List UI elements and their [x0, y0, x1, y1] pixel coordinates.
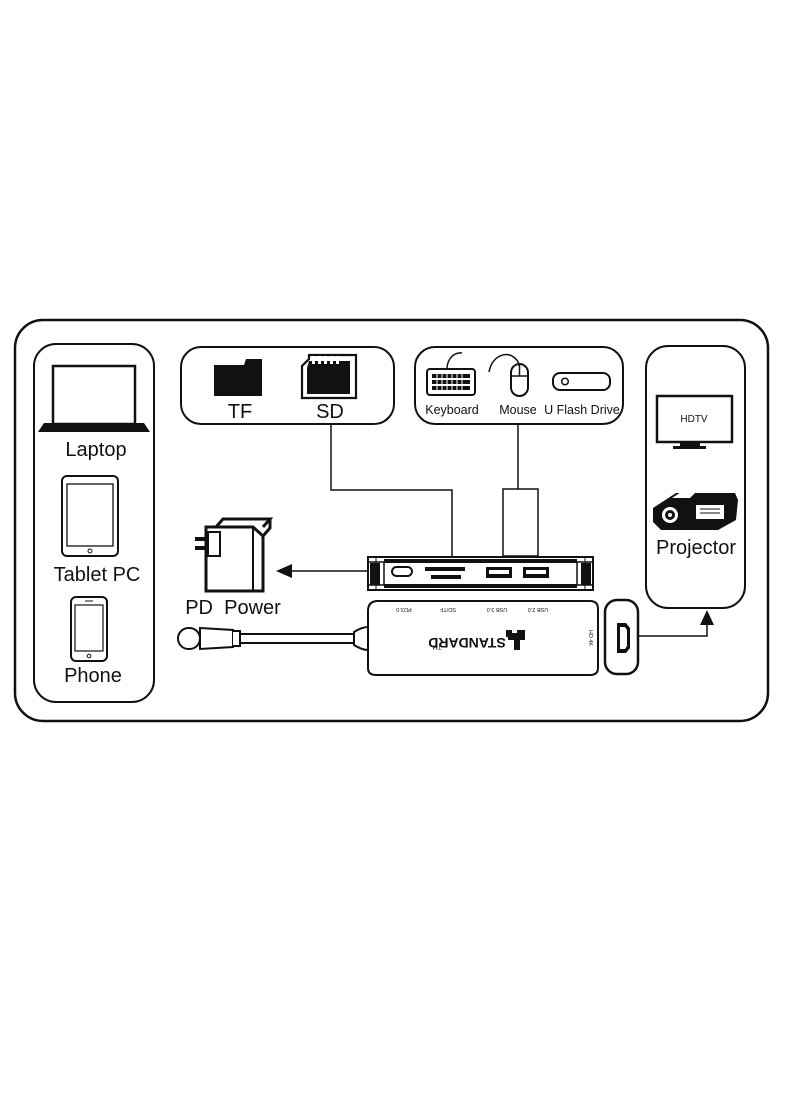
hub-brand-logo: STANDARD TM: [428, 630, 525, 651]
hub-port-label-usb3: USB 3.0: [487, 606, 507, 612]
usb2-port: [523, 567, 549, 578]
sd-card-icon: [300, 353, 358, 400]
sd-slot: [425, 567, 465, 571]
power-arrow-head: [276, 564, 292, 578]
keyboard-icon: [426, 352, 476, 396]
hub-body: [367, 600, 599, 676]
sd-label: SD: [316, 401, 344, 423]
hub-port-label-usb2: USB 2.0: [528, 606, 548, 612]
usb-c-cable: [177, 625, 369, 652]
flash-drive-label: U Flash Drive: [544, 403, 620, 417]
mouse-icon: [488, 353, 529, 397]
tf-card-icon: [214, 359, 262, 396]
peripherals-panel: [414, 346, 624, 425]
sd-connector-line: [330, 424, 453, 556]
hdtv-icon: [655, 394, 734, 449]
tf-label: TF: [228, 401, 252, 423]
laptop-icon: [38, 364, 150, 432]
tablet-icon: [61, 475, 119, 557]
outer-frame: [13, 318, 770, 723]
keyboard-label: Keyboard: [425, 403, 479, 417]
hub-brand-tm: TM: [433, 643, 442, 649]
projector-label: Projector: [656, 537, 736, 559]
phone-label: Phone: [64, 665, 122, 687]
phone-icon: [70, 596, 108, 662]
hub-brand-mark-icon: [506, 630, 525, 650]
hdmi-plug-icon: [603, 598, 640, 676]
hdtv-label: HDTV: [680, 414, 708, 425]
hub-port-side: [367, 556, 594, 591]
flash-drive-icon: [552, 372, 611, 391]
hub-port-label-pd: PD3.0: [396, 606, 411, 612]
devices-panel: [33, 343, 155, 703]
pd-port: [391, 566, 413, 577]
card-panel: [180, 346, 395, 425]
projector-icon: [653, 490, 738, 530]
mouse-label: Mouse: [499, 403, 537, 417]
tablet-label: Tablet PC: [54, 564, 141, 586]
usb3-port: [486, 567, 512, 578]
hub-brand-text: STANDARD: [428, 635, 506, 651]
display-panel: [645, 345, 746, 609]
hub-port-label-sdtf: SD/TF: [439, 606, 456, 612]
laptop-label: Laptop: [65, 439, 126, 461]
tf-slot: [431, 575, 461, 579]
pd-power-label: PD Power: [185, 597, 281, 619]
hub-hd-label: HD 4K: [587, 630, 593, 647]
power-adapter-icon: [195, 517, 274, 593]
hdmi-arrow-line: [638, 624, 708, 637]
hdmi-arrow-head: [700, 610, 714, 625]
usb-port-bracket: [502, 488, 539, 557]
